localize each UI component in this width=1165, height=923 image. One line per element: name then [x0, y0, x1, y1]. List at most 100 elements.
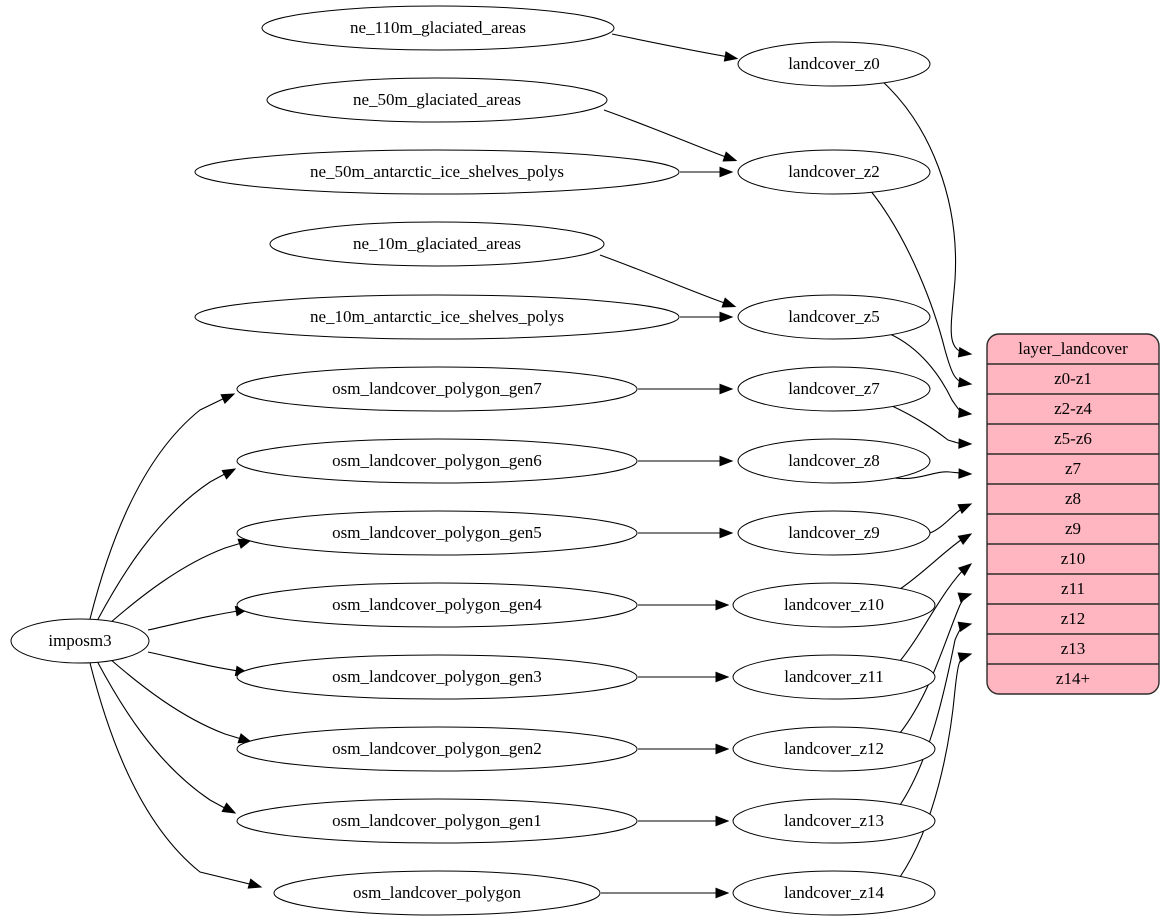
- node-landcover_z13[interactable]: landcover_z13: [732, 798, 936, 844]
- node-shape: [236, 510, 638, 556]
- table-row-label-z12[interactable]: z12: [1061, 609, 1086, 628]
- node-label: landcover_z9: [788, 523, 880, 542]
- node-shape: [732, 654, 936, 700]
- edge-imposm3-to-osm_landcover_polygon_gen7: [89, 394, 232, 620]
- arrowhead-landcover_z7: [719, 383, 734, 395]
- table-row-label-z9[interactable]: z9: [1065, 519, 1081, 538]
- arrowhead-landcover_z2b: [719, 166, 734, 178]
- node-label: landcover_z10: [784, 595, 884, 614]
- edge-imposm3-to-osm_landcover_polygon_gen6: [96, 469, 233, 622]
- node-shape: [266, 77, 608, 123]
- node-shape: [732, 582, 936, 628]
- node-ne_10m_glaciated_areas[interactable]: ne_10m_glaciated_areas: [269, 221, 605, 267]
- node-osm_landcover_polygon_gen3[interactable]: osm_landcover_polygon_gen3: [236, 654, 638, 700]
- node-shape: [273, 870, 601, 916]
- node-osm_landcover_polygon_gen2[interactable]: osm_landcover_polygon_gen2: [236, 726, 638, 772]
- node-landcover_z0[interactable]: landcover_z0: [737, 41, 931, 87]
- node-label: landcover_z7: [788, 379, 880, 398]
- edge-imposm3-to-osm_landcover_polygon_gen4: [147, 609, 246, 631]
- node-osm_landcover_polygon_gen7[interactable]: osm_landcover_polygon_gen7: [236, 366, 638, 412]
- table-row-label-z11[interactable]: z11: [1061, 579, 1085, 598]
- edge-imposm3-to-osm_landcover_polygon_gen1: [96, 660, 233, 813]
- node-shape: [236, 366, 638, 412]
- node-osm_landcover_polygon_gen6[interactable]: osm_landcover_polygon_gen6: [236, 438, 638, 484]
- node-landcover_z8[interactable]: landcover_z8: [737, 438, 931, 484]
- table-row-label-z13[interactable]: z13: [1061, 639, 1086, 658]
- node-landcover_z5[interactable]: landcover_z5: [737, 294, 931, 340]
- edge-imposm3-to-osm_landcover_polygon: [89, 662, 259, 887]
- node-label: ne_110m_glaciated_areas: [350, 18, 526, 37]
- node-landcover_z10[interactable]: landcover_z10: [732, 582, 936, 628]
- node-shape: [236, 726, 638, 772]
- node-label: osm_landcover_polygon_gen5: [332, 523, 542, 542]
- edge-imposm3-to-osm_landcover_polygon_gen3: [147, 651, 246, 673]
- arrowhead-landcover_z0: [723, 51, 739, 62]
- arrowhead-row1: [957, 376, 973, 388]
- edge-imposm3-to-osm_landcover_polygon_gen2: [109, 658, 249, 742]
- arrowhead-landcover_z9: [719, 527, 734, 539]
- node-label: osm_landcover_polygon_gen4: [332, 595, 542, 614]
- arrowhead-landcover_z12: [715, 743, 730, 755]
- node-shape: [269, 221, 605, 267]
- node-osm_landcover_polygon_gen5[interactable]: osm_landcover_polygon_gen5: [236, 510, 638, 556]
- table-row-label-z10[interactable]: z10: [1061, 549, 1086, 568]
- table-row-label-z5-z6[interactable]: z5-z6: [1054, 429, 1092, 448]
- node-landcover_z14[interactable]: landcover_z14: [732, 870, 936, 916]
- node-ne_50m_glaciated_areas[interactable]: ne_50m_glaciated_areas: [266, 77, 608, 123]
- layer-landcover-table[interactable]: layer_landcoverz0-z1z2-z4z5-z6z7z8z9z10z…: [986, 333, 1160, 695]
- node-shape: [236, 582, 638, 628]
- arrowhead-row6: [957, 533, 973, 546]
- arrowheads-layer: [220, 51, 973, 899]
- node-label: osm_landcover_polygon_gen3: [332, 667, 542, 686]
- edge-ne_10m_glaciated_areas-to-landcover_z5: [599, 254, 734, 307]
- arrowhead-landcover_z13: [715, 815, 730, 827]
- node-label: osm_landcover_polygon_gen1: [332, 811, 542, 830]
- node-shape: [737, 41, 931, 87]
- node-shape: [10, 618, 150, 664]
- node-imposm3[interactable]: imposm3: [10, 618, 150, 664]
- node-label: landcover_z11: [784, 667, 883, 686]
- node-osm_landcover_polygon_gen4[interactable]: osm_landcover_polygon_gen4: [236, 582, 638, 628]
- table-row-label-z14+[interactable]: z14+: [1056, 669, 1090, 688]
- node-shape: [236, 438, 638, 484]
- node-label: landcover_z2: [788, 162, 880, 181]
- node-osm_landcover_polygon[interactable]: osm_landcover_polygon: [273, 870, 601, 916]
- edge-landcover_z2-to-layer_landcover_row_1: [869, 189, 969, 385]
- node-ne_50m_antarctic_ice_shelves_polys[interactable]: ne_50m_antarctic_ice_shelves_polys: [194, 149, 680, 195]
- arrowhead-osm_gen1: [221, 802, 237, 814]
- node-shape: [737, 149, 931, 195]
- edge-imposm3-to-osm_landcover_polygon_gen5: [109, 540, 249, 624]
- arrowhead-landcover_z5: [721, 297, 737, 308]
- node-landcover_z2[interactable]: landcover_z2: [737, 149, 931, 195]
- node-osm_landcover_polygon_gen1[interactable]: osm_landcover_polygon_gen1: [236, 798, 638, 844]
- node-label: ne_50m_antarctic_ice_shelves_polys: [310, 162, 564, 181]
- node-ne_10m_antarctic_ice_shelves_polys[interactable]: ne_10m_antarctic_ice_shelves_polys: [194, 294, 680, 340]
- node-landcover_z12[interactable]: landcover_z12: [732, 726, 936, 772]
- node-landcover_z7[interactable]: landcover_z7: [737, 366, 931, 412]
- arrowhead-osm_gen2: [237, 733, 253, 744]
- node-label: landcover_z14: [784, 883, 885, 902]
- node-ne_110m_glaciated_areas[interactable]: ne_110m_glaciated_areas: [261, 5, 615, 51]
- arrowhead-osm_gen7: [220, 393, 236, 404]
- nodes-layer: imposm3 ne_110m_glaciated_areas ne_50m_gla…: [10, 5, 936, 916]
- arrowhead-osm_polygon: [247, 878, 263, 889]
- arrowhead-landcover_z8: [719, 455, 734, 467]
- node-label: osm_landcover_polygon: [353, 883, 522, 902]
- node-shape: [261, 5, 615, 51]
- arrowhead-osm_gen6: [221, 468, 237, 480]
- node-shape: [236, 798, 638, 844]
- node-landcover_z11[interactable]: landcover_z11: [732, 654, 936, 700]
- node-shape: [732, 798, 936, 844]
- node-landcover_z9[interactable]: landcover_z9: [737, 510, 931, 556]
- table-row-label-z2-z4[interactable]: z2-z4: [1054, 399, 1092, 418]
- arrowhead-row4: [958, 468, 973, 479]
- table-row-label-z0-z1[interactable]: z0-z1: [1054, 369, 1092, 388]
- arrowhead-landcover_z5b: [719, 311, 734, 323]
- table-row-label-z8[interactable]: z8: [1065, 489, 1081, 508]
- node-label: landcover_z5: [788, 307, 880, 326]
- node-label: landcover_z8: [788, 451, 880, 470]
- table-row-label-z7[interactable]: z7: [1065, 459, 1082, 478]
- node-shape: [737, 294, 931, 340]
